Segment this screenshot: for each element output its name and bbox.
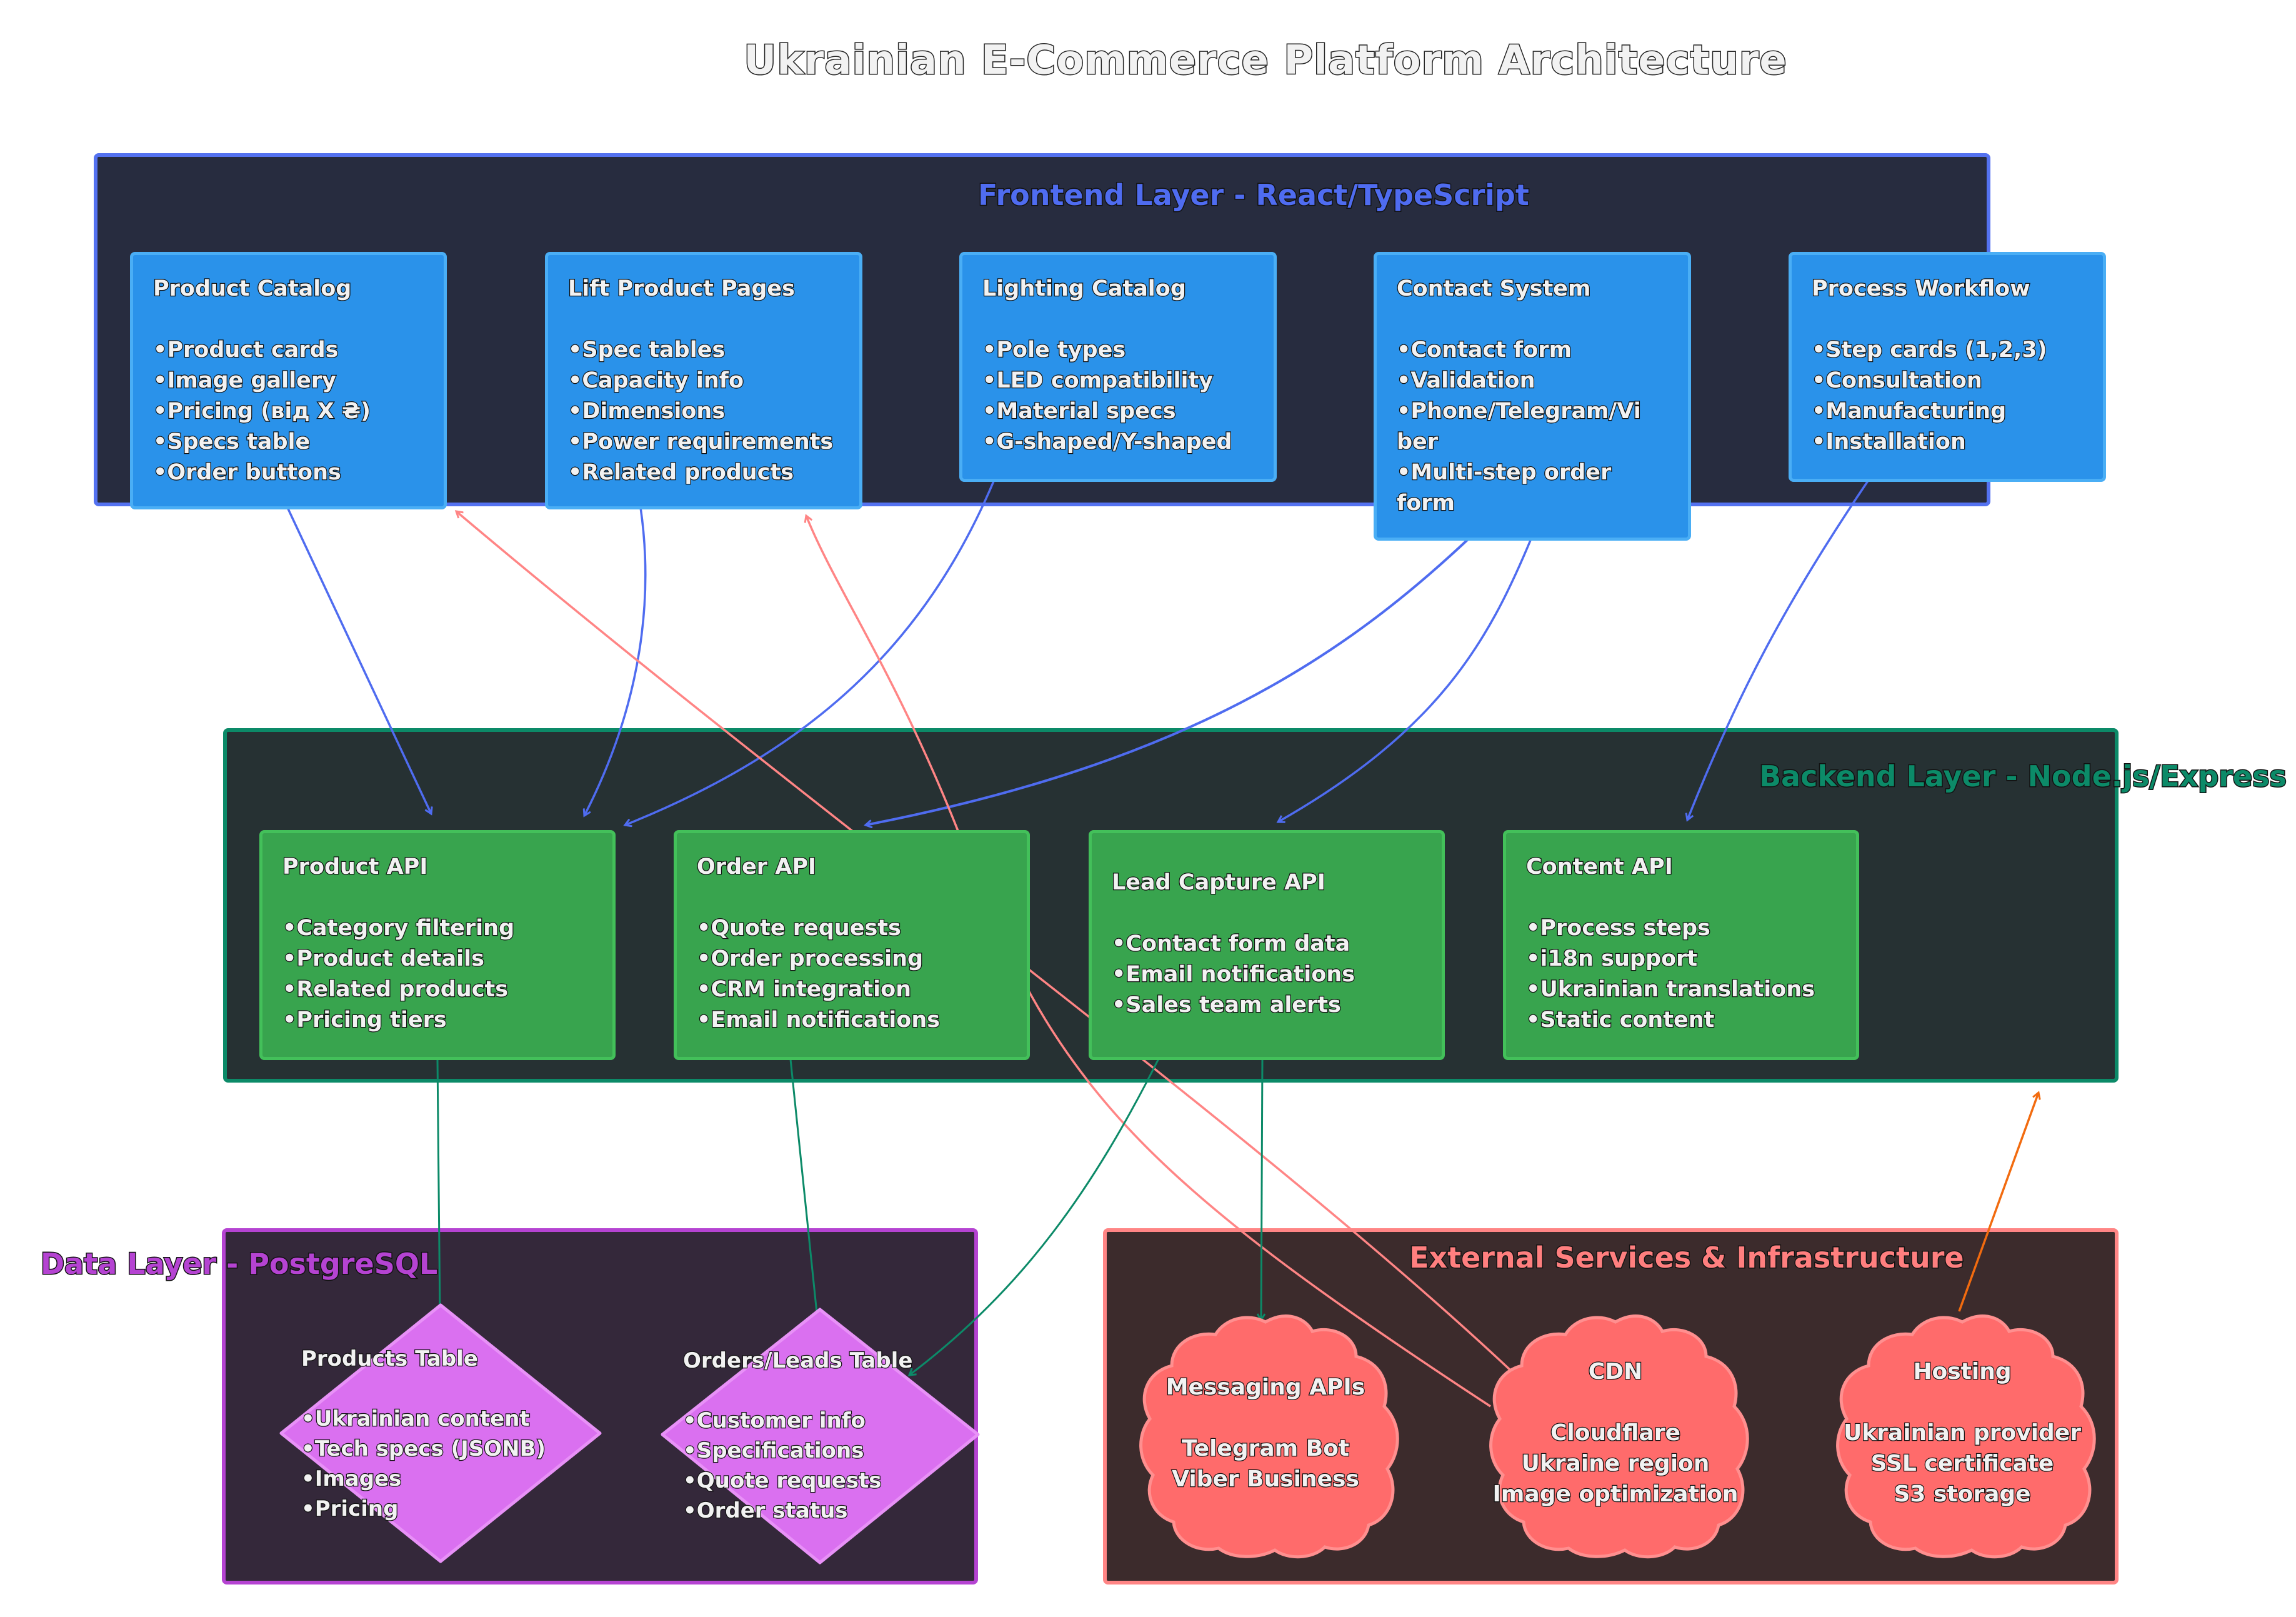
- node-item: Pole types: [982, 335, 1254, 366]
- node-item: Image optimization: [1492, 1481, 1739, 1508]
- node-lift-product-pages[interactable]: Lift Product Pages Spec tables Capacity …: [545, 252, 862, 509]
- node-item: Pricing (від X ₴): [153, 396, 424, 427]
- node-item: Step cards (1,2,3): [1812, 335, 2083, 366]
- node-item: Validation: [1397, 366, 1668, 396]
- node-item: Multi-step order form: [1396, 458, 1628, 519]
- data-layer-label: Data Layer - PostgreSQL: [39, 1246, 438, 1282]
- node-title: Lighting Catalog: [982, 276, 1187, 303]
- node-item: Images: [301, 1464, 546, 1494]
- node-title: Messaging APIs: [1165, 1374, 1366, 1401]
- node-item: Contact form data: [1112, 929, 1422, 959]
- node-item: Order status: [683, 1496, 912, 1526]
- node-item: S3 storage: [1893, 1481, 2032, 1508]
- node-lighting-catalog[interactable]: Lighting Catalog Pole types LED compatib…: [959, 252, 1277, 482]
- node-item: Product cards: [153, 335, 424, 366]
- node-item: Viber Business: [1171, 1466, 1360, 1493]
- node-title: Product Catalog: [152, 276, 352, 303]
- node-item: i18n support: [1526, 944, 1836, 974]
- node-order-api[interactable]: Order API Quote requests Order processin…: [674, 830, 1030, 1060]
- node-item: Tech specs (JSONB): [301, 1434, 546, 1464]
- node-item: Pricing: [301, 1494, 546, 1524]
- node-product-api[interactable]: Product API Category filtering Product d…: [259, 830, 616, 1060]
- node-item: G-shaped/Y-shaped: [982, 427, 1254, 458]
- node-item: Order processing: [697, 944, 1007, 974]
- node-content-api[interactable]: Content API Process steps i18n support U…: [1503, 830, 1859, 1060]
- node-item: Related products: [282, 974, 592, 1005]
- node-item: Manufacturing: [1812, 396, 2083, 427]
- node-title: Lead Capture API: [1111, 869, 1326, 896]
- node-item: Installation: [1812, 427, 2083, 458]
- node-item: Static content: [1526, 1005, 1836, 1036]
- node-item: Power requirements: [568, 427, 839, 458]
- node-item: Material specs: [982, 396, 1254, 427]
- node-item: Quote requests: [683, 1466, 912, 1496]
- node-item: Process steps: [1526, 913, 1836, 944]
- node-hosting[interactable]: Hosting Ukrainian provider SSL certifica…: [1815, 1356, 2109, 1509]
- node-item: Customer info: [683, 1406, 912, 1436]
- node-item: Product details: [282, 944, 592, 974]
- frontend-layer-label: Frontend Layer - React/TypeScript: [977, 178, 1530, 213]
- node-title: Product API: [282, 854, 429, 881]
- node-product-catalog[interactable]: Product Catalog Product cards Image gall…: [130, 252, 447, 509]
- node-item: Dimensions: [568, 396, 839, 427]
- node-title: CDN: [1588, 1358, 1644, 1386]
- node-contact-system[interactable]: Contact System Contact form Validation P…: [1374, 252, 1691, 541]
- node-title: Lift Product Pages: [567, 276, 796, 303]
- node-item: Sales team alerts: [1112, 990, 1422, 1021]
- node-item: Contact form: [1397, 335, 1668, 366]
- node-item: Image gallery: [153, 366, 424, 396]
- node-item: Email notifications: [697, 1005, 1007, 1036]
- node-item: Pricing tiers: [282, 1005, 592, 1036]
- node-item: SSL certificate: [1870, 1450, 2054, 1478]
- node-item: Order buttons: [153, 458, 424, 488]
- node-title: Content API: [1525, 854, 1674, 881]
- node-item: Capacity info: [568, 366, 839, 396]
- node-orders-leads-table[interactable]: Orders/Leads Table Customer info Specifi…: [682, 1346, 914, 1526]
- node-title: Process Workflow: [1811, 276, 2031, 303]
- node-item: Ukrainian provider: [1843, 1419, 2082, 1447]
- diagram-title: Ukrainian E-Commerce Platform Architectu…: [743, 37, 1788, 85]
- node-item: Related products: [568, 458, 839, 488]
- node-title: Products Table: [301, 1346, 479, 1373]
- node-item: Consultation: [1812, 366, 2083, 396]
- node-item: Category filtering: [282, 913, 592, 944]
- node-title: Orders/Leads Table: [682, 1348, 914, 1374]
- node-item: Cloudflare: [1550, 1419, 1682, 1447]
- node-item: Spec tables: [568, 335, 839, 366]
- node-item: Telegram Bot: [1181, 1435, 1350, 1463]
- node-lead-capture-api[interactable]: Lead Capture API Contact form data Email…: [1089, 830, 1445, 1060]
- node-item: Specs table: [153, 427, 424, 458]
- node-messaging-apis-shape[interactable]: [1125, 1303, 1406, 1559]
- node-title: Hosting: [1912, 1358, 2012, 1386]
- node-messaging-apis[interactable]: Messaging APIs Telegram Bot Viber Busine…: [1131, 1372, 1400, 1494]
- external-layer-label: External Services & Infrastructure: [1409, 1240, 1965, 1276]
- node-item: Ukraine region: [1520, 1450, 1710, 1478]
- node-cdn-shape[interactable]: [1475, 1303, 1756, 1559]
- node-item: CRM integration: [697, 974, 1007, 1005]
- node-cdn[interactable]: CDN Cloudflare Ukraine region Image opti…: [1465, 1356, 1765, 1509]
- node-title: Contact System: [1396, 276, 1592, 303]
- node-item: Phone/Telegram/Viber: [1396, 396, 1647, 458]
- node-item: Ukrainian translations: [1526, 974, 1836, 1005]
- node-item: Quote requests: [697, 913, 1007, 944]
- node-item: Email notifications: [1112, 959, 1422, 990]
- node-process-workflow[interactable]: Process Workflow Step cards (1,2,3) Cons…: [1789, 252, 2106, 482]
- node-title: Order API: [696, 854, 817, 881]
- node-item: Specifications: [683, 1436, 912, 1466]
- node-item: Ukrainian content: [301, 1404, 546, 1434]
- node-item: LED compatibility: [982, 366, 1254, 396]
- node-products-table[interactable]: Products Table Ukrainian content Tech sp…: [301, 1344, 547, 1524]
- node-hosting-shape[interactable]: [1822, 1303, 2103, 1559]
- backend-layer-label: Backend Layer - Node.js/Express: [1759, 759, 2288, 794]
